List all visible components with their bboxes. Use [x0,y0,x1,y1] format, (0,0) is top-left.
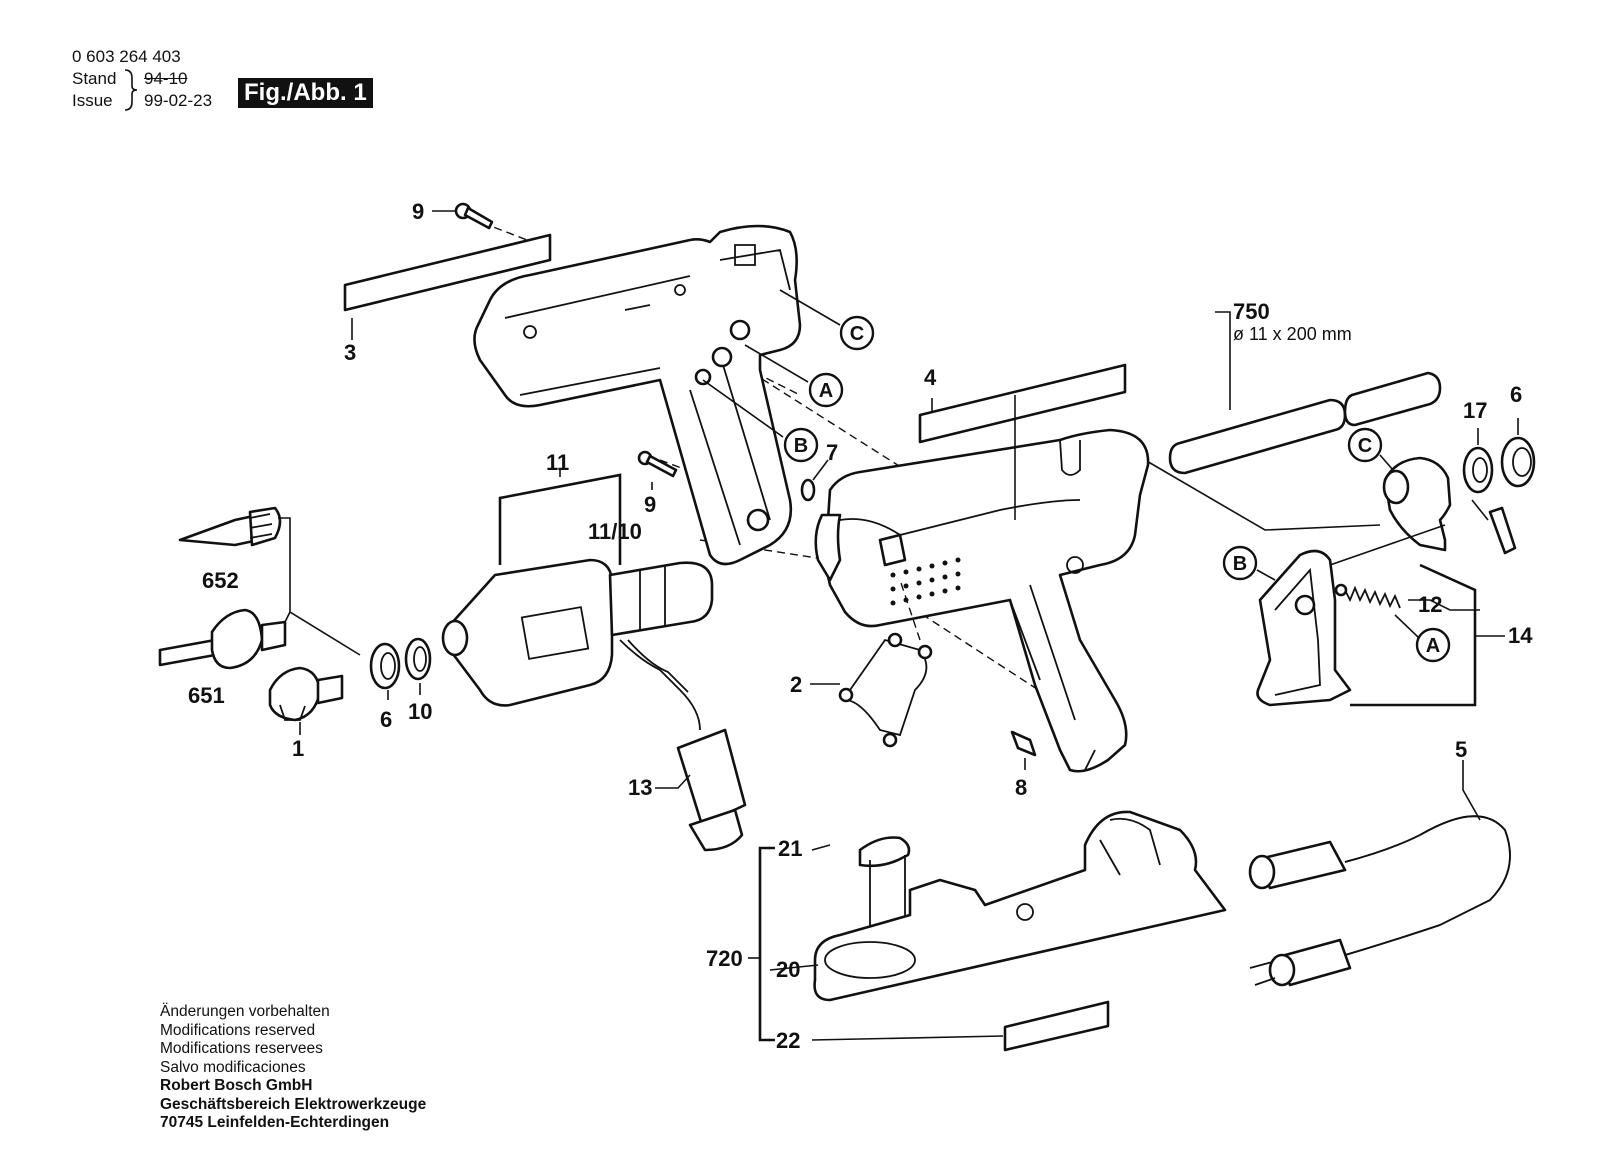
callout-2: 2 [790,672,802,697]
callout-720: 720 [706,946,743,971]
callout-9-mid: 9 [644,492,656,517]
callout-5: 5 [1455,737,1467,762]
callout-20: 20 [776,957,800,982]
screw-9-middle [637,450,678,490]
svg-text:B: B [1233,553,1247,575]
callout-22: 22 [776,1028,800,1053]
callout-11-10: 11/10 [588,519,642,544]
nut-10 [404,637,432,695]
housing-half-right [814,428,1150,773]
callout-11: 11 [546,450,569,475]
wire-clip-2 [810,579,933,748]
issue-row: Issue 99-02-23 [72,90,212,112]
brace-icon [124,69,138,111]
footer-line-en: Modifications reserved [160,1021,316,1039]
callout-14: 14 [1508,623,1533,648]
callout-9-top: 9 [412,199,424,224]
footer-line-de: Änderungen vorbehalten [160,1003,330,1020]
switch-13 [655,728,747,852]
svg-text:A: A [1426,635,1440,657]
footer-division: Geschäftsbereich Elektrowerkzeuge [160,1095,427,1113]
part-number: 0 603 264 403 [72,47,181,66]
callout-4: 4 [924,365,937,390]
ref-c-right: C [1347,427,1383,463]
feed-housing [1379,454,1452,552]
stand-label: Stand [72,69,117,88]
power-cord-5 [1248,760,1511,987]
footer-line-es: Salvo modificaciones [160,1058,306,1076]
issue-value: 99-02-23 [144,91,213,110]
callout-6-left: 6 [380,707,392,732]
callout-labels: 9 3 7 9 11 11/10 652 651 1 6 10 13 2 4 8… [188,199,1533,1053]
ref-a-right: A [1394,614,1451,663]
part-8 [1010,730,1037,770]
callout-3: 3 [344,340,356,365]
bracket-14 [1350,563,1477,707]
heating-element-11 [441,470,714,731]
nozzle-leader [278,517,361,656]
stand-row: Stand 94-10 [72,68,187,90]
screw-9-top [432,202,494,230]
ref-c-top: C [779,289,875,351]
stand-720 [748,810,1227,1052]
nozzle-1 [268,666,344,735]
nozzle-652 [178,506,282,547]
vent-dots [890,557,961,606]
footer-address: 70745 Leinfelden-Echterdingen [160,1114,390,1131]
footer-company: Robert Bosch GmbH [160,1077,313,1094]
ring-6-left [369,642,401,700]
svg-text:C: C [850,323,864,345]
stand-value: 94-10 [144,69,188,88]
glue-stick-spec: ø 11 x 200 mm [1233,324,1352,344]
callout-12: 12 [1418,592,1442,617]
callout-10: 10 [408,699,432,724]
spring-12 [1334,583,1401,609]
ring-17 [1462,428,1494,494]
svg-text:B: B [794,435,808,457]
callout-6-right: 6 [1510,382,1522,407]
callout-17: 17 [1463,398,1487,423]
glue-sticks-750 [1168,311,1442,475]
callout-8: 8 [1015,775,1027,800]
callout-21: 21 [778,836,802,861]
spring-blade [1471,499,1517,555]
svg-text:A: A [819,380,833,402]
figure-label: Fig./Abb. 1 [238,78,373,108]
document-footer: Änderungen vorbehalten Modifications res… [160,1003,426,1133]
ref-b-top: B [702,379,819,463]
nozzle-651 [158,608,287,670]
document-header: 0 603 264 403 Stand 94-10 Issue 99-02-23 [72,46,212,112]
label-strip-4 [918,363,1127,520]
label-strip-3 [343,233,552,312]
callout-7: 7 [826,440,838,465]
footer-line-fr: Modifications reservees [160,1040,323,1057]
ring-6-right [1500,418,1536,488]
trigger [1256,524,1446,707]
callout-652: 652 [202,568,239,593]
callout-1: 1 [292,736,304,761]
svg-text:C: C [1358,435,1372,457]
callout-13: 13 [628,775,652,800]
ref-b-right: B [1222,545,1276,581]
ref-a-top: A [744,344,844,408]
callout-651: 651 [188,683,225,708]
issue-label: Issue [72,91,113,110]
ring-7 [800,459,829,502]
callout-750: 750 [1233,299,1270,324]
